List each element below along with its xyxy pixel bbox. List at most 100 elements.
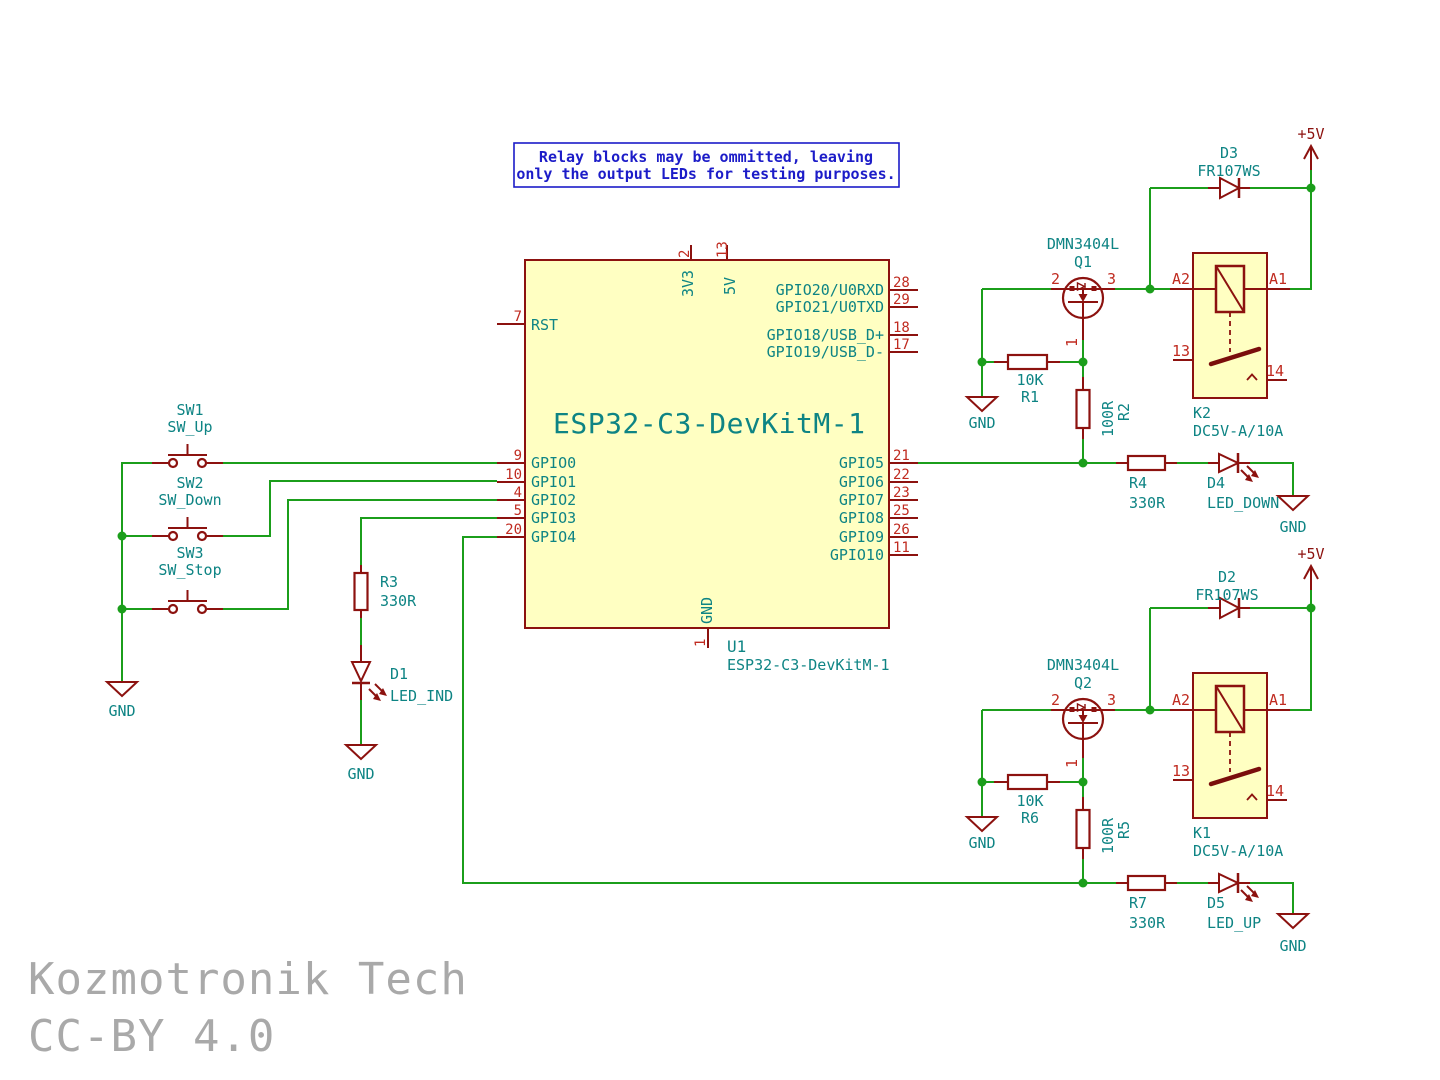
d3-ref: D3 bbox=[1220, 144, 1238, 162]
q2-pin-gate: 1 bbox=[1063, 759, 1081, 768]
pin-name-gpio20: GPIO20/U0RXD bbox=[776, 281, 884, 299]
plus5v-label-bottom: +5V bbox=[1297, 545, 1324, 563]
resistor-r1: 10K R1 bbox=[994, 353, 1060, 406]
resistor-r2: 100R R2 bbox=[1075, 377, 1133, 439]
pin-name-3v3: 3V3 bbox=[679, 270, 697, 297]
k1-pin-a1: A1 bbox=[1269, 691, 1287, 709]
pin-num-25: 25 bbox=[893, 503, 910, 519]
d2-ref: D2 bbox=[1218, 568, 1236, 586]
pin-name-gpio21: GPIO21/U0TXD bbox=[776, 298, 884, 316]
pin-name-gpio1: GPIO1 bbox=[531, 473, 576, 491]
pin-num-11: 11 bbox=[893, 540, 910, 556]
sw2-ref: SW2 bbox=[176, 474, 203, 492]
switch-sw3: SW3 SW_Stop bbox=[152, 544, 223, 615]
pin-name-gpio3: GPIO3 bbox=[531, 509, 576, 527]
gnd-label-r1: GND bbox=[968, 414, 995, 432]
led-d4: D4 LED_DOWN bbox=[1207, 452, 1279, 512]
switch-sw1: SW1 SW_Up bbox=[152, 401, 223, 469]
pin-num-23: 23 bbox=[893, 485, 910, 501]
relay-k2: A2 A1 13 14 K2 DC5V-A/10A bbox=[1170, 252, 1290, 440]
r6-ref: R6 bbox=[1021, 809, 1039, 827]
pin-name-gpio0: GPIO0 bbox=[531, 454, 576, 472]
q1-pin-drain: 3 bbox=[1107, 270, 1116, 288]
pin-name-gpio10: GPIO10 bbox=[830, 546, 884, 564]
gnd-label-d4: GND bbox=[1279, 518, 1306, 536]
gnd-label-switches: GND bbox=[108, 702, 135, 720]
q1-pin-source: 2 bbox=[1051, 270, 1060, 288]
k2-value: DC5V-A/10A bbox=[1193, 422, 1283, 440]
pin-num-7: 7 bbox=[514, 309, 522, 325]
d4-ref: D4 bbox=[1207, 474, 1225, 492]
pin-name-5v: 5V bbox=[721, 277, 739, 295]
ground-symbols: GND GND GND GND GND GND bbox=[104, 396, 1311, 955]
pin-num-13: 13 bbox=[715, 241, 731, 258]
pin-num-21: 21 bbox=[893, 448, 910, 464]
r7-ref: R7 bbox=[1129, 894, 1147, 912]
led-d5: D5 LED_UP bbox=[1207, 872, 1261, 932]
q1-ref: Q1 bbox=[1074, 253, 1092, 271]
pin-num-1: 1 bbox=[693, 639, 709, 647]
note-box: Relay blocks may be ommitted, leaving on… bbox=[513, 142, 900, 188]
pin-name-gpio8: GPIO8 bbox=[839, 509, 884, 527]
sw1-ref: SW1 bbox=[176, 401, 203, 419]
r3-value: 330R bbox=[380, 592, 417, 610]
pin-num-20: 20 bbox=[505, 522, 522, 538]
r6-value: 10K bbox=[1016, 792, 1043, 810]
r5-value: 100R bbox=[1099, 817, 1117, 854]
d2-value: FR107WS bbox=[1195, 586, 1258, 604]
sw1-value: SW_Up bbox=[167, 418, 212, 436]
q1-pin-gate: 1 bbox=[1063, 338, 1081, 347]
q2-pin-source: 2 bbox=[1051, 691, 1060, 709]
k2-pin-com: 13 bbox=[1172, 342, 1190, 360]
k1-pin-a2: A2 bbox=[1172, 691, 1190, 709]
sw3-ref: SW3 bbox=[176, 544, 203, 562]
d4-value: LED_DOWN bbox=[1207, 494, 1279, 512]
pin-name-rst: RST bbox=[531, 316, 558, 334]
r7-value: 330R bbox=[1129, 914, 1166, 932]
r3-ref: R3 bbox=[380, 573, 398, 591]
credit-license: CC-BY 4.0 bbox=[28, 1011, 275, 1062]
relay-k1: A2 A1 13 14 K1 DC5V-A/10A bbox=[1170, 672, 1290, 860]
r4-value: 330R bbox=[1129, 494, 1166, 512]
pin-num-22: 22 bbox=[893, 467, 910, 483]
credit-brand: Kozmotronik Tech bbox=[28, 954, 468, 1005]
note-line1: Relay blocks may be ommitted, leaving bbox=[539, 148, 873, 166]
mosfet-q1: DMN3404L Q1 2 3 1 bbox=[1047, 235, 1119, 347]
led-d1: D1 LED_IND bbox=[350, 645, 453, 705]
pin-num-10: 10 bbox=[505, 467, 522, 483]
r2-value: 100R bbox=[1099, 400, 1117, 437]
diode-d2: D2 FR107WS bbox=[1195, 568, 1259, 620]
sw3-value: SW_Stop bbox=[158, 561, 221, 579]
r1-value: 10K bbox=[1016, 371, 1043, 389]
esp32-symbol: ESP32-C3-DevKitM-1 U1 ESP32-C3-DevKitM-1… bbox=[497, 241, 918, 674]
r2-ref: R2 bbox=[1115, 403, 1133, 421]
k1-ref: K1 bbox=[1193, 824, 1211, 842]
r4-ref: R4 bbox=[1129, 474, 1147, 492]
power-5v-symbols: +5V +5V bbox=[1297, 125, 1325, 590]
junction-dots bbox=[117, 183, 1316, 888]
d5-ref: D5 bbox=[1207, 894, 1225, 912]
credit-block: Kozmotronik Tech CC-BY 4.0 bbox=[28, 954, 468, 1062]
gnd-label-d5: GND bbox=[1279, 937, 1306, 955]
esp32-title: ESP32-C3-DevKitM-1 bbox=[553, 407, 865, 440]
d1-value: LED_IND bbox=[390, 687, 453, 705]
pin-name-gpio5: GPIO5 bbox=[839, 454, 884, 472]
esp32-ref: U1 bbox=[727, 637, 746, 656]
pin-name-gpio18: GPIO18/USB_D+ bbox=[767, 326, 884, 344]
resistor-r3: R3 330R bbox=[353, 565, 417, 618]
q1-value: DMN3404L bbox=[1047, 235, 1119, 253]
plus5v-label-top: +5V bbox=[1297, 125, 1324, 143]
r1-ref: R1 bbox=[1021, 388, 1039, 406]
k1-pin-com: 13 bbox=[1172, 762, 1190, 780]
pin-num-28: 28 bbox=[893, 275, 910, 291]
switch-sw2: SW2 SW_Down bbox=[152, 474, 223, 542]
pin-num-4: 4 bbox=[514, 485, 522, 501]
mosfet-q2: DMN3404L Q2 2 3 1 bbox=[1047, 656, 1119, 768]
d5-value: LED_UP bbox=[1207, 914, 1261, 932]
pin-num-18: 18 bbox=[893, 320, 910, 336]
pin-name-gpio4: GPIO4 bbox=[531, 528, 576, 546]
k2-ref: K2 bbox=[1193, 404, 1211, 422]
pin-num-29: 29 bbox=[893, 292, 910, 308]
